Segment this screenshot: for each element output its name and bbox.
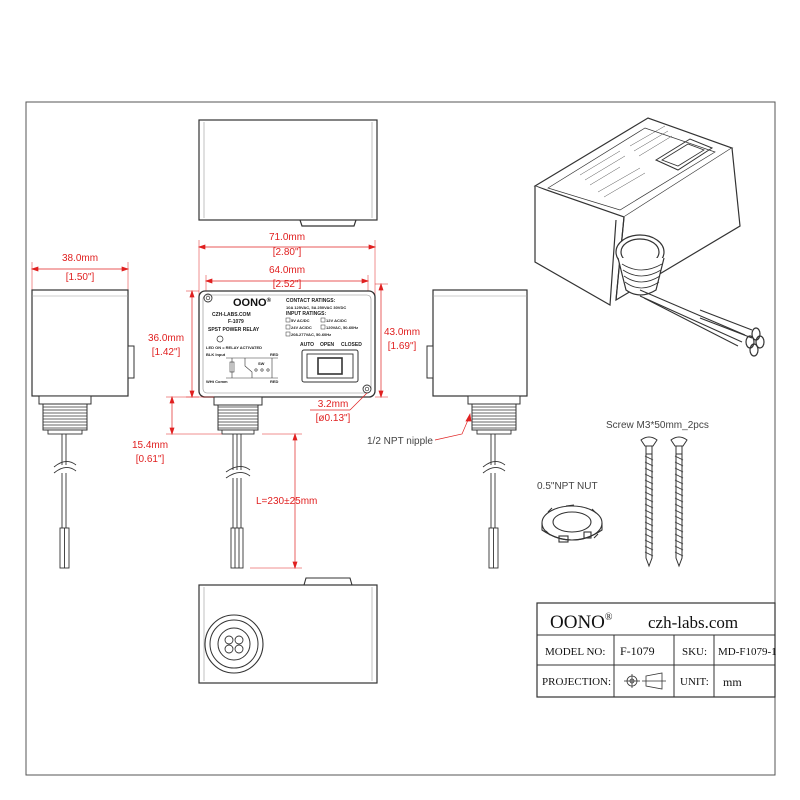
title-brand: OONO® <box>550 612 613 633</box>
label-led-note: LED ON = RELAY ACTIVATED <box>206 345 262 350</box>
svg-text:208-277VAC, 50-60Hz: 208-277VAC, 50-60Hz <box>291 332 331 337</box>
label-product: SPST POWER RELAY <box>208 327 260 333</box>
input-ratings: 5V AC/DC 12V AC/DC 24V AC/DC 120VAC, 50-… <box>285 317 358 337</box>
dimension-lines <box>30 244 472 570</box>
switch-label-closed: CLOSED <box>341 342 362 348</box>
label-blk-input: BLK Input <box>206 352 226 357</box>
callout-nipple: 1/2 NPT nipple <box>367 436 433 447</box>
dim-nipple-length-in: [0.61"] <box>136 454 165 465</box>
dim-body-height-mm: 36.0mm <box>148 333 184 344</box>
label-contact-value: 10A 125VAC, 5A 250VAC 30VDC <box>286 305 346 310</box>
page-border <box>25 101 776 776</box>
label-wht-comm: WHt Comm <box>206 379 228 384</box>
front-view-leads <box>225 434 251 569</box>
dim-hole-diameter-in: [ø0.13"] <box>316 413 351 424</box>
title-sku-value: MD-F1079-1 <box>718 646 777 658</box>
dim-depth-mm: 38.0mm <box>62 253 98 264</box>
callout-nut: 0.5"NPT NUT <box>537 481 598 492</box>
top-view <box>198 119 378 227</box>
dim-total-width-mm: 71.0mm <box>269 232 305 243</box>
dim-hole-diameter-mm: 3.2mm <box>318 399 349 410</box>
label-sw: SW <box>258 361 265 366</box>
title-model-label: MODEL NO: <box>545 646 605 658</box>
dim-body-height-in: [1.42"] <box>152 347 181 358</box>
callout-screws: Screw M3*50mm_2pcs <box>606 420 709 431</box>
dim-total-height-mm: 43.0mm <box>384 327 420 338</box>
projection-symbol-icon <box>624 672 666 690</box>
svg-text:12V AC/DC: 12V AC/DC <box>326 318 347 323</box>
mounting-hole-left <box>203 293 213 303</box>
title-block: OONO® czh-labs.com MODEL NO: F-1079 SKU:… <box>536 602 777 698</box>
title-projection-label: PROJECTION: <box>542 676 611 688</box>
isometric-view <box>533 117 765 357</box>
svg-text:120VAC, 50-60Hz: 120VAC, 50-60Hz <box>326 325 358 330</box>
label-model: F-1079 <box>228 319 244 325</box>
dimension-texts: 71.0mm [2.80"] 64.0mm [2.52"] 38.0mm [1.… <box>62 232 433 507</box>
right-side-view <box>426 289 528 569</box>
npt-nut: 0.5"NPT NUT <box>537 481 603 543</box>
dim-hole-pitch-mm: 64.0mm <box>269 265 305 276</box>
svg-text:5V AC/DC: 5V AC/DC <box>291 318 310 323</box>
title-unit-label: UNIT: <box>680 676 709 688</box>
label-brand: OONO® <box>233 297 272 309</box>
title-website: czh-labs.com <box>648 613 738 632</box>
screws: Screw M3*50mm_2pcs <box>606 420 709 568</box>
wiring-schematic <box>226 357 278 379</box>
label-input-title: INPUT RATINGS: <box>286 311 327 317</box>
dim-lead-length: L=230±25mm <box>256 496 317 507</box>
label-red-bottom: RED <box>270 379 279 384</box>
switch-label-auto: AUTO <box>300 342 314 348</box>
dim-hole-pitch-in: [2.52"] <box>273 279 302 290</box>
dim-total-width-in: [2.80"] <box>273 247 302 258</box>
dim-total-height-in: [1.69"] <box>388 341 417 352</box>
dim-nipple-length-mm: 15.4mm <box>132 440 168 451</box>
svg-text:24V AC/DC: 24V AC/DC <box>291 325 312 330</box>
left-side-view <box>31 262 135 569</box>
bottom-view <box>198 577 378 684</box>
dim-depth-in: [1.50"] <box>66 272 95 283</box>
front-view: OONO® CZH-LABS.COM F-1079 SPST POWER REL… <box>198 240 376 569</box>
top-view-body <box>198 119 378 221</box>
rocker-switch[interactable] <box>301 349 359 383</box>
led-indicator <box>216 335 224 343</box>
title-sku-label: SKU: <box>682 646 707 658</box>
label-site: CZH-LABS.COM <box>212 312 251 318</box>
switch-label-open: OPEN <box>320 342 335 348</box>
label-red-top: RED <box>270 352 279 357</box>
top-view-switch <box>299 219 357 227</box>
front-view-nipple <box>213 396 263 435</box>
title-model-value: F-1079 <box>620 644 655 658</box>
title-unit-value: mm <box>723 675 742 689</box>
label-contact-title: CONTACT RATINGS: <box>286 298 336 304</box>
